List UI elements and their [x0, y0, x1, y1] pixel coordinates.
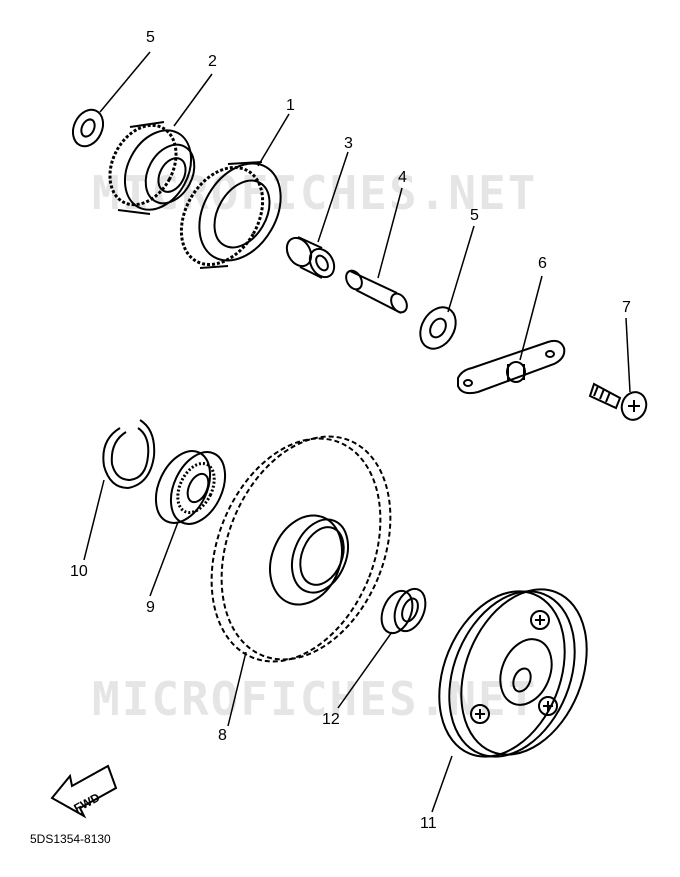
- part-number-9: 9: [146, 599, 155, 616]
- part-number-6: 6: [538, 255, 547, 272]
- part-number-4: 4: [398, 169, 407, 186]
- gear-1: [179, 161, 282, 269]
- part-number-10: 10: [70, 563, 88, 580]
- fwd-arrow-icon: [50, 764, 118, 819]
- part-number-5-upper: 5: [146, 29, 155, 46]
- washer-5-upper: [71, 108, 105, 148]
- bushing-12: [380, 587, 427, 635]
- hub-11: [438, 588, 588, 758]
- watermark-top: MICROFICHES.NET: [92, 166, 538, 220]
- fwd-label: FWD: [72, 790, 103, 815]
- washer-5-lower: [419, 306, 457, 350]
- part-number-5-lower: 5: [470, 207, 479, 224]
- part-number-2: 2: [208, 53, 217, 70]
- part-number-7: 7: [622, 299, 631, 316]
- part-number-12: 12: [322, 711, 340, 728]
- plate-6: [457, 339, 566, 395]
- part-number-1: 1: [286, 97, 295, 114]
- gear-2: [108, 121, 196, 215]
- part-number-3: 3: [344, 135, 353, 152]
- disc-8: [210, 435, 392, 663]
- part-number-11: 11: [420, 815, 437, 832]
- shaft-4: [345, 269, 408, 314]
- bearing-9: [154, 450, 227, 525]
- screw-7: [588, 382, 648, 421]
- diagram-code: 5DS1354-8130: [30, 832, 111, 846]
- collar-3: [285, 236, 336, 279]
- circlip-10: [102, 419, 156, 490]
- part-number-8: 8: [218, 727, 227, 744]
- leader-lines: [83, 51, 631, 813]
